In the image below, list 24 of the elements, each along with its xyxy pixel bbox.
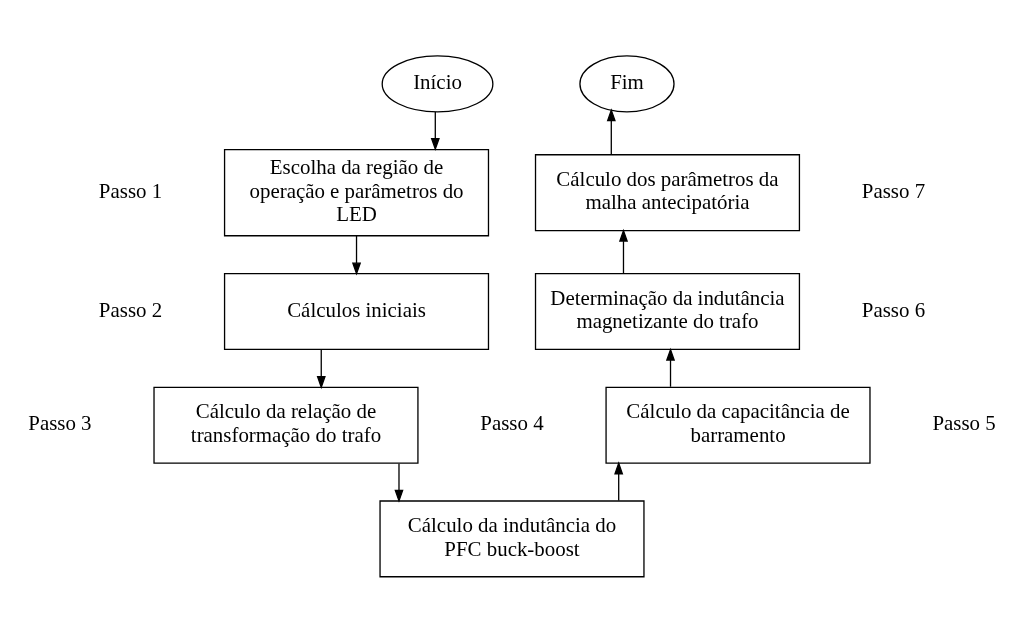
node-ellipse: Início bbox=[381, 54, 494, 113]
node-box: Cálculo da indutância do PFC buck-boost bbox=[379, 499, 645, 577]
node-label: Passo 3 bbox=[28, 410, 92, 435]
node-label: Passo 7 bbox=[861, 178, 926, 203]
node-label: Passo 2 bbox=[98, 297, 163, 322]
node-ellipse: Fim bbox=[579, 54, 675, 113]
node-label: Passo 6 bbox=[861, 297, 926, 322]
arrow bbox=[614, 460, 624, 501]
node-label: Passo 1 bbox=[98, 178, 163, 203]
arrow bbox=[606, 107, 616, 155]
node-box: Cálculo da relação de transformação do trafo bbox=[153, 386, 419, 464]
node-box: Determinação da indutância magnetizante do trafo bbox=[534, 272, 801, 350]
arrow bbox=[430, 110, 440, 151]
node-box: Cálculo da capacitância de barramento bbox=[605, 386, 871, 464]
arrow bbox=[618, 228, 629, 274]
arrow bbox=[665, 347, 676, 387]
arrow bbox=[394, 462, 404, 503]
node-box: Cálculos iniciais bbox=[223, 272, 490, 350]
node-box: Escolha da região de operação e parâmetros do LED bbox=[223, 148, 490, 236]
node-label: Passo 5 bbox=[932, 410, 996, 435]
arrow bbox=[316, 348, 326, 389]
node-label: Passo 4 bbox=[480, 410, 544, 435]
node-box: Cálculo dos parâmetros da malha antecipatória bbox=[534, 153, 801, 231]
arrow bbox=[351, 234, 362, 276]
